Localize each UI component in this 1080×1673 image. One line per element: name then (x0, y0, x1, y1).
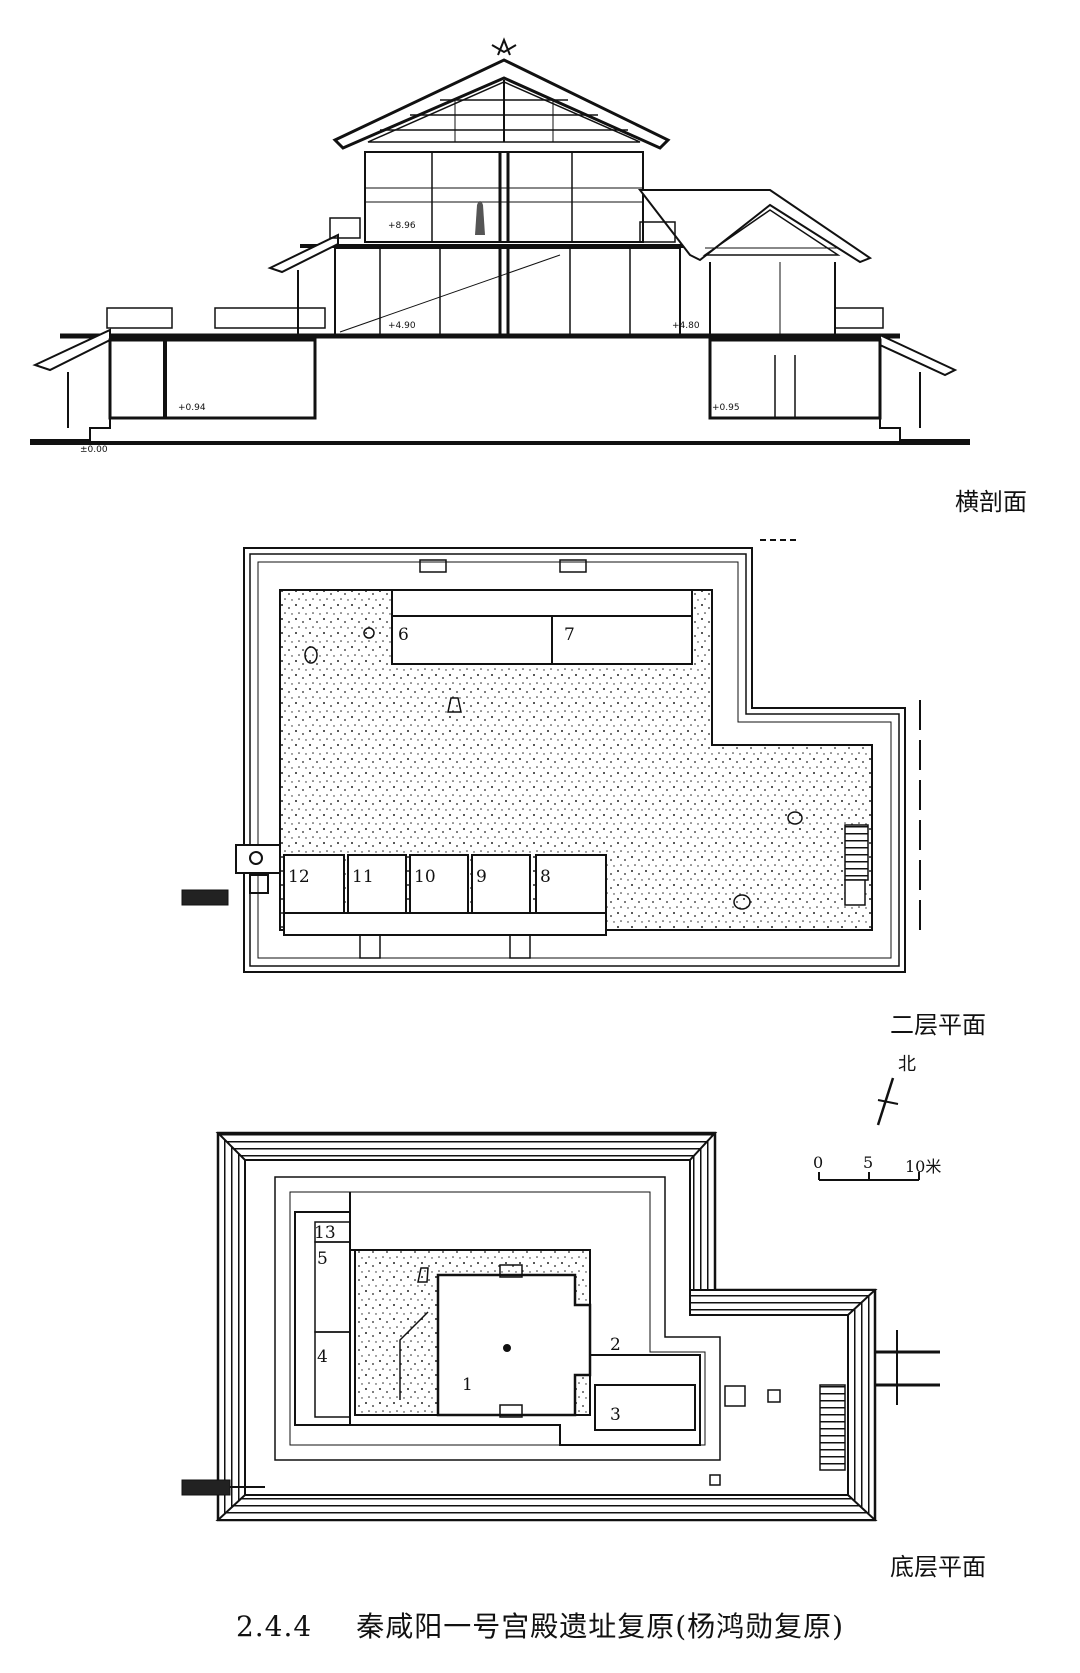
upper-room-numbers: 6 7 12 11 10 9 8 (288, 625, 575, 887)
room-9: 9 (476, 867, 487, 887)
room-8: 8 (540, 867, 551, 887)
scale-bar (818, 1172, 920, 1181)
elevation-basement-left: +0.94 (178, 403, 206, 413)
room-7: 7 (564, 625, 575, 645)
room-6: 6 (398, 625, 409, 645)
room-2: 2 (610, 1335, 621, 1355)
elevation-ground: ±0.00 (80, 445, 108, 455)
scale-tick-10: 10米 (905, 1157, 942, 1176)
upper-floor-plan (181, 539, 921, 973)
ground-plan-title: 底层平面 (890, 1553, 986, 1581)
cross-section-drawing (30, 37, 970, 445)
elevation-marks: +8.96 +4.90 +4.80 +0.94 +0.95 ±0.00 (80, 221, 740, 455)
elevation-upper: +8.96 (388, 221, 416, 231)
north-arrow (876, 1077, 899, 1126)
upper-plan-title: 二层平面 (890, 1011, 986, 1039)
room-11: 11 (352, 867, 374, 887)
section-title: 横剖面 (955, 488, 1027, 516)
room-12: 12 (288, 867, 310, 887)
compass-label: 北 (898, 1054, 916, 1075)
figure-caption: 2.4.4 秦咸阳一号宫殿遗址复原(杨鸿勋复原) (0, 1605, 1080, 1645)
room-5: 5 (317, 1249, 328, 1269)
scale-tick-0: 0 (813, 1153, 824, 1172)
room-10: 10 (414, 867, 436, 887)
ground-room-numbers: 13 5 4 1 2 3 (314, 1223, 621, 1425)
room-13: 13 (314, 1223, 336, 1243)
scale-tick-5: 5 (863, 1153, 874, 1172)
elevation-mid-left: +4.90 (388, 321, 416, 331)
room-1: 1 (462, 1375, 473, 1395)
room-4: 4 (317, 1347, 328, 1367)
ground-floor-plan (181, 1131, 940, 1522)
elevation-mid-right: +4.80 (672, 321, 700, 331)
caption-number: 2.4.4 (235, 1610, 313, 1643)
elevation-basement-right: +0.95 (712, 403, 740, 413)
room-3: 3 (610, 1405, 621, 1425)
caption-text: 秦咸阳一号宫殿遗址复原(杨鸿勋复原) (356, 1610, 845, 1643)
